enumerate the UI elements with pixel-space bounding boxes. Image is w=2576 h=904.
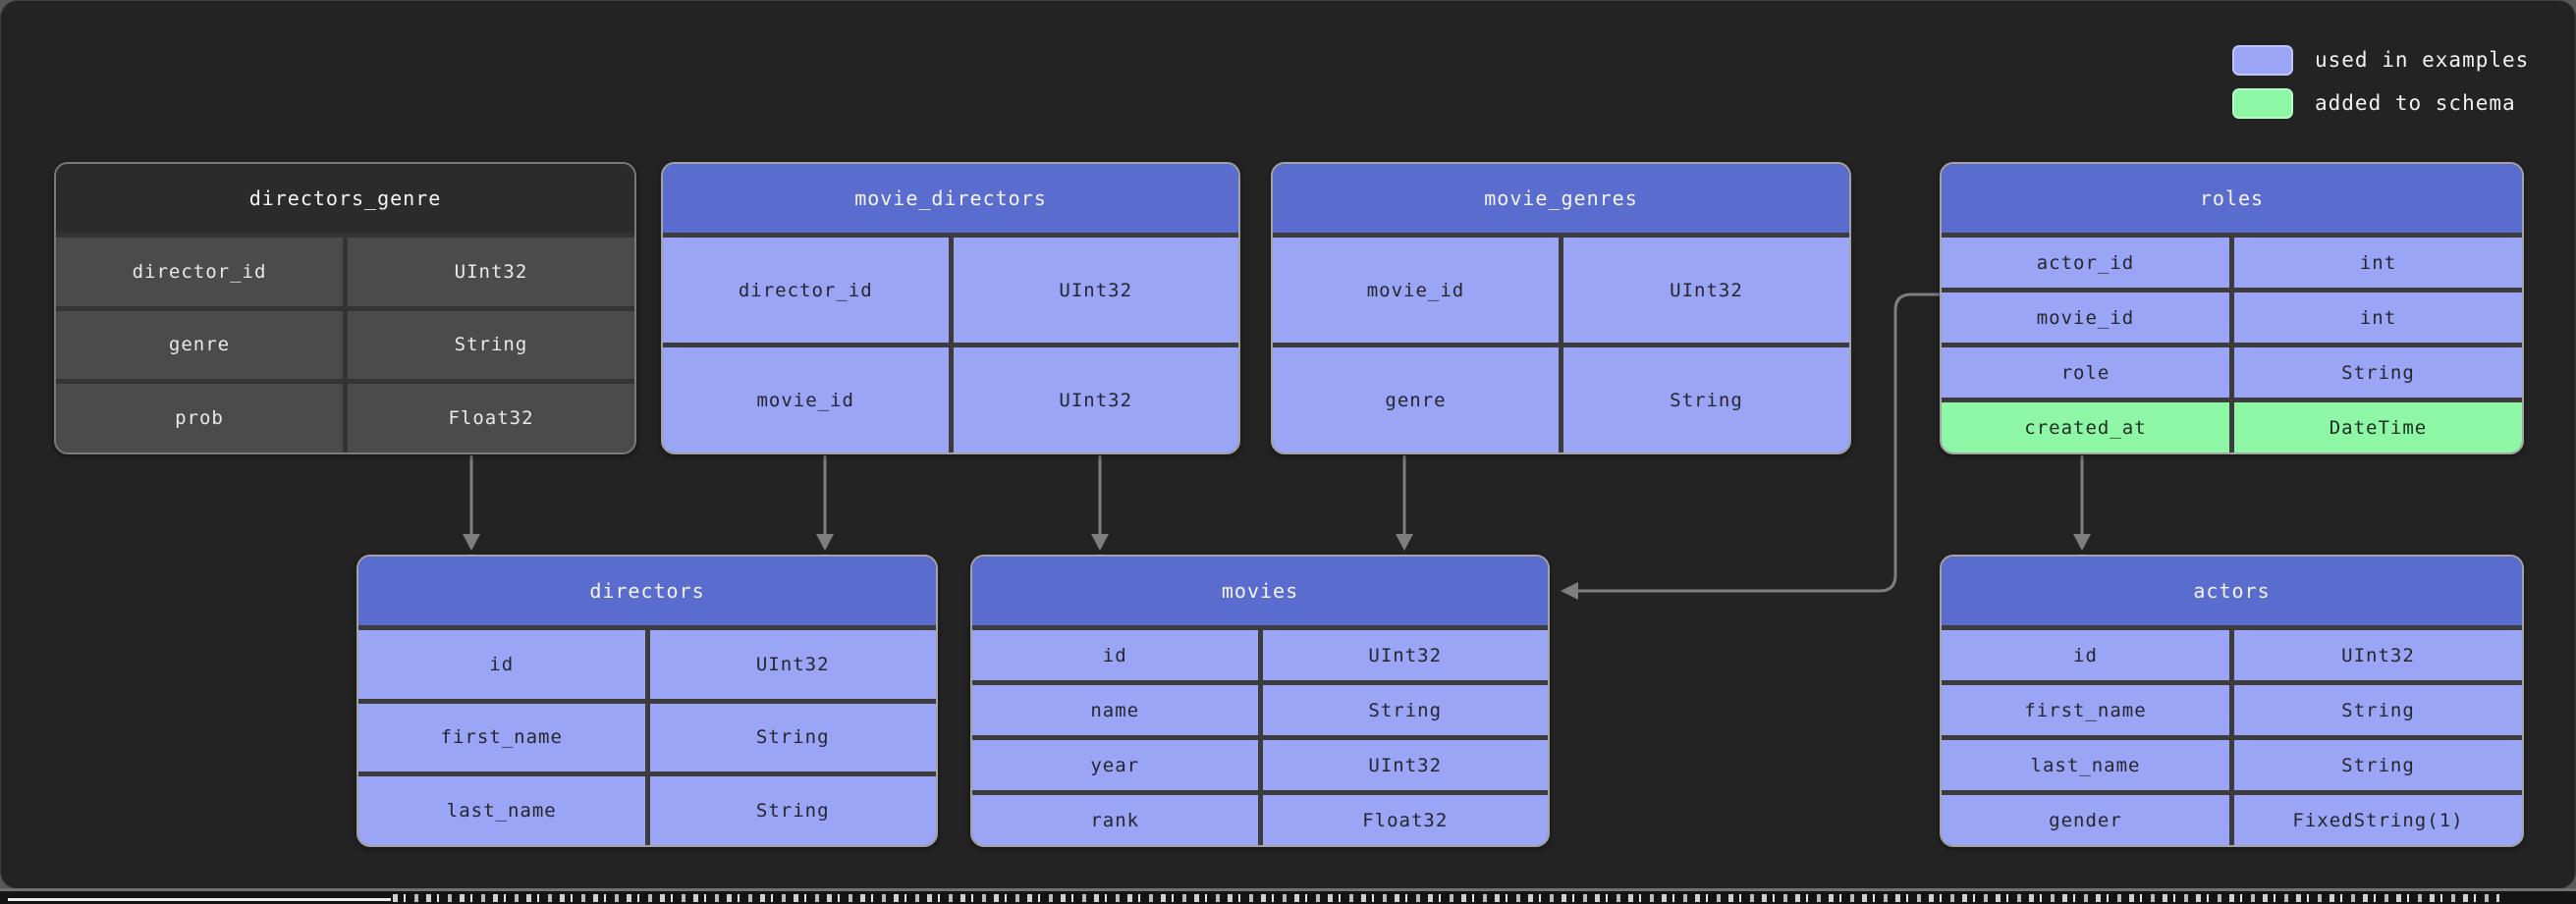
field-type-cell: UInt32 [348, 238, 634, 306]
legend-item-added-to-schema: added to schema [2232, 88, 2529, 119]
legend-item-used-in-examples: used in examples [2232, 45, 2529, 76]
field-type-cell: UInt32 [2234, 630, 2522, 680]
table-title-actors: actors [1942, 557, 2522, 625]
field-name-cell: year [972, 740, 1258, 790]
field-name-cell: first_name [1942, 685, 2229, 735]
field-type-cell: String [649, 703, 936, 771]
field-name-cell: first_name [358, 703, 645, 771]
table-title-movies: movies [972, 557, 1548, 625]
field-name-cell: last_name [1942, 740, 2229, 790]
legend-label: used in examples [2315, 48, 2530, 72]
field-type-cell: int [2234, 238, 2522, 288]
table-title-roles: roles [1942, 164, 2522, 233]
window-edge-rule [0, 888, 2576, 891]
legend: used in examples added to schema [2232, 45, 2529, 132]
field-type-cell: Float32 [1262, 795, 1548, 845]
field-type-cell: FixedString(1) [2234, 795, 2522, 845]
field-name-cell: id [1942, 630, 2229, 680]
field-name-cell: genre [56, 310, 343, 379]
field-type-cell: DateTime [2234, 402, 2522, 452]
table-title-directors_genre: directors_genre [56, 164, 634, 233]
table-title-directors: directors [358, 557, 936, 625]
legend-label: added to schema [2315, 91, 2516, 115]
field-name-cell: movie_id [1942, 292, 2229, 343]
field-name-cell: director_id [56, 238, 343, 306]
field-type-cell: UInt32 [649, 630, 936, 699]
field-name-cell: id [358, 630, 645, 699]
clipped-line-sliver [8, 898, 391, 901]
field-name-cell: gender [1942, 795, 2229, 845]
field-type-cell: String [2234, 347, 2522, 398]
field-type-cell: String [649, 776, 936, 845]
table-title-movie_genres: movie_genres [1273, 164, 1849, 233]
field-type-cell: String [2234, 685, 2522, 735]
clipped-text-sliver [393, 894, 2499, 902]
field-name-cell: id [972, 630, 1258, 680]
field-type-cell: String [1563, 347, 1849, 452]
field-type-cell: int [2234, 292, 2522, 343]
field-type-cell: UInt32 [953, 238, 1238, 343]
clipped-window-edge [0, 888, 2576, 904]
field-name-cell: movie_id [663, 347, 949, 452]
field-name-cell: genre [1273, 347, 1559, 452]
field-type-cell: UInt32 [953, 347, 1238, 452]
field-type-cell: String [348, 310, 634, 379]
table-title-movie_directors: movie_directors [663, 164, 1238, 233]
legend-swatch-added-to-schema-icon [2232, 88, 2293, 119]
field-name-cell: rank [972, 795, 1258, 845]
field-name-cell: prob [56, 384, 343, 452]
field-type-cell: String [2234, 740, 2522, 790]
field-name-cell: last_name [358, 776, 645, 845]
field-name-cell: movie_id [1273, 238, 1559, 343]
field-type-cell: Float32 [348, 384, 634, 452]
field-type-cell: UInt32 [1262, 740, 1548, 790]
field-name-cell: created_at [1942, 402, 2229, 452]
field-name-cell: actor_id [1942, 238, 2229, 288]
field-name-cell: director_id [663, 238, 949, 343]
legend-swatch-used-in-examples-icon [2232, 45, 2293, 76]
field-name-cell: name [972, 685, 1258, 735]
field-type-cell: String [1262, 685, 1548, 735]
field-type-cell: UInt32 [1262, 630, 1548, 680]
field-type-cell: UInt32 [1563, 238, 1849, 343]
field-name-cell: role [1942, 347, 2229, 398]
